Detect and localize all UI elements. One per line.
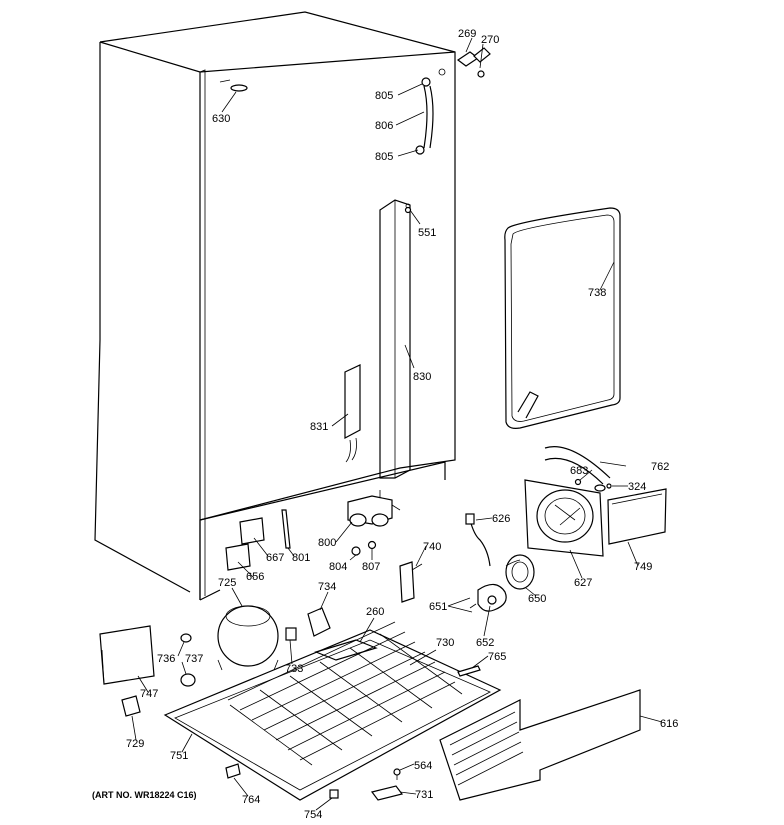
part-551-screw [404, 206, 412, 214]
art-number-note: (ART NO. WR18224 C16) [92, 790, 197, 800]
label-270: 270 [481, 34, 499, 46]
label-324: 324 [628, 481, 646, 493]
label-731: 731 [415, 789, 433, 801]
label-616: 616 [660, 718, 678, 730]
label-738: 738 [588, 287, 606, 299]
part-324-screw [606, 483, 612, 489]
part-733-overload [285, 627, 297, 641]
label-551: 551 [418, 227, 436, 239]
part-737-grommet [180, 673, 196, 687]
label-626: 626 [492, 513, 510, 525]
part-751-base-pan [163, 629, 502, 801]
label-650: 650 [528, 593, 546, 605]
label-764: 764 [242, 794, 260, 806]
refrigerator-cabinet [94, 11, 456, 601]
part-738-gasket [504, 207, 621, 429]
part-564-screw [393, 768, 401, 780]
part-729-block [121, 695, 141, 717]
part-626-harness [465, 513, 491, 567]
part-800-water-valve [347, 490, 401, 527]
part-736-clip [180, 633, 192, 643]
label-269: 269 [458, 28, 476, 40]
label-725: 725 [218, 577, 236, 589]
part-749-cover [607, 488, 667, 545]
label-831: 831 [310, 421, 328, 433]
label-651: 651 [429, 601, 447, 613]
label-754: 754 [304, 809, 322, 821]
label-737: 737 [185, 653, 203, 665]
label-683: 683 [570, 465, 588, 477]
label-733: 733 [285, 663, 303, 675]
part-804-nut [351, 546, 361, 556]
part-762-drain-tube [544, 446, 611, 492]
part-616-grille [439, 689, 641, 801]
part-269-fitting [456, 47, 491, 78]
part-764-clip [225, 763, 241, 779]
part-650-fan-motor [505, 554, 535, 590]
label-807: 807 [362, 561, 380, 573]
label-805-bottom: 805 [375, 151, 393, 163]
part-731-clip [370, 785, 404, 801]
part-labels: 269 270 805 806 805 630 551 738 830 831 … [126, 28, 678, 821]
label-751: 751 [170, 750, 188, 762]
leader-lines [131, 37, 663, 811]
label-736: 736 [157, 653, 175, 665]
part-747-cover [99, 625, 155, 685]
part-656-bracket [225, 543, 251, 571]
label-729: 729 [126, 738, 144, 750]
label-667: 667 [266, 552, 284, 564]
label-747: 747 [140, 688, 158, 700]
label-260: 260 [366, 606, 384, 618]
label-800: 800 [318, 537, 336, 549]
label-804: 804 [329, 561, 347, 573]
label-740: 740 [423, 541, 441, 553]
label-734: 734 [318, 581, 336, 593]
label-627: 627 [574, 577, 592, 589]
label-806: 806 [375, 120, 393, 132]
part-667-bracket [239, 517, 265, 545]
part-740-capacitor [399, 561, 423, 603]
part-725-compressor [217, 605, 279, 671]
part-630-grommet [219, 79, 248, 92]
part-806-water-tube [415, 77, 434, 155]
label-765: 765 [488, 651, 506, 663]
label-749: 749 [634, 561, 652, 573]
part-734-relay [307, 607, 331, 637]
part-830-channel [379, 199, 411, 479]
part-831-heater [344, 364, 361, 463]
label-564: 564 [414, 760, 432, 772]
label-805-top: 805 [375, 90, 393, 102]
label-762: 762 [651, 461, 669, 473]
label-652: 652 [476, 637, 494, 649]
part-807-fitting [367, 540, 377, 550]
part-765-clip [457, 665, 481, 677]
label-730: 730 [436, 637, 454, 649]
part-801-tube [281, 509, 291, 549]
label-630: 630 [212, 113, 230, 125]
part-730-condenser [227, 621, 463, 766]
part-754-foot [329, 789, 339, 799]
part-652-fan-blade [469, 583, 507, 612]
part-627-fan-shroud [524, 479, 604, 557]
label-830: 830 [413, 371, 431, 383]
label-656: 656 [246, 571, 264, 583]
label-801: 801 [292, 552, 310, 564]
